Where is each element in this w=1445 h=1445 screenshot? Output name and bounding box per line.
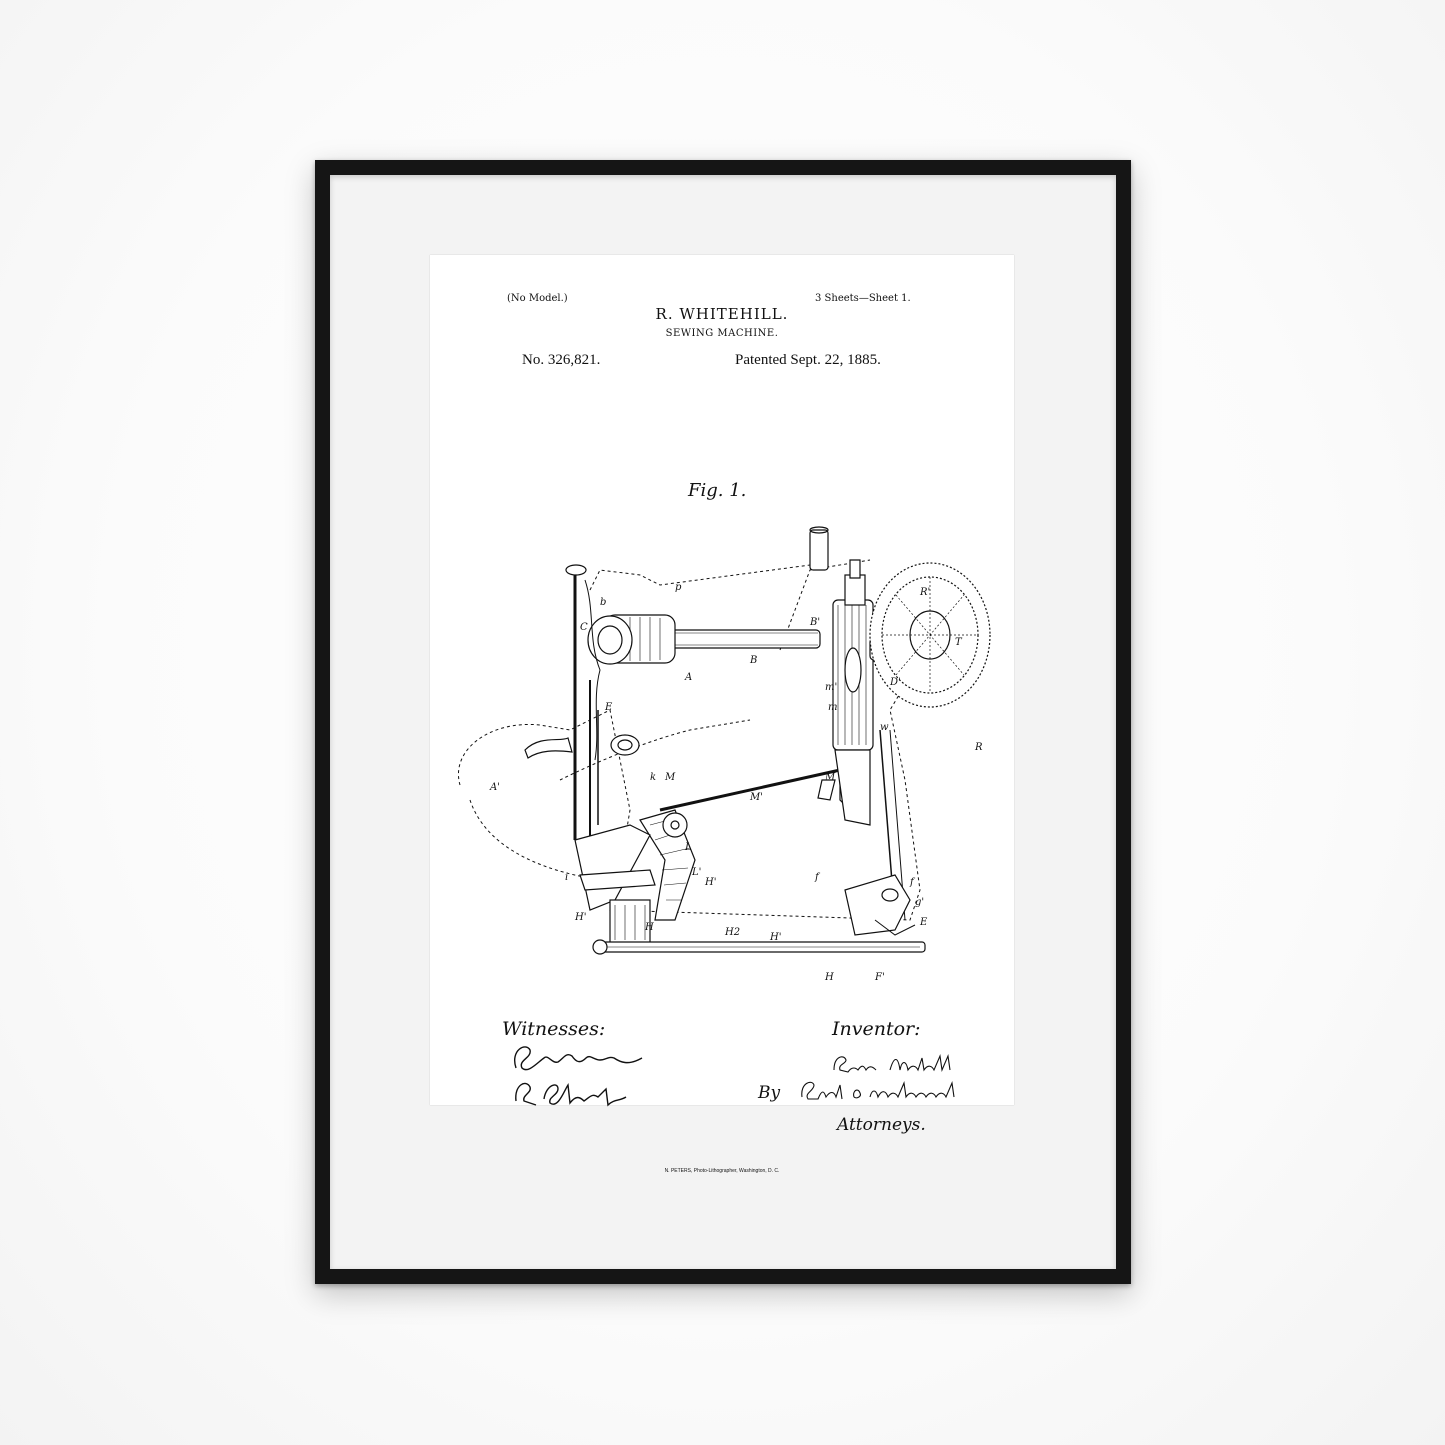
- svg-text:w: w: [880, 722, 889, 733]
- svg-text:B: B: [749, 655, 757, 666]
- inventor-name: R. WHITEHILL.: [655, 305, 789, 323]
- svg-text:A': A': [489, 782, 500, 793]
- svg-text:T: T: [955, 637, 963, 648]
- svg-text:A: A: [684, 672, 692, 683]
- figure-label: Fig. 1.: [688, 480, 747, 501]
- witness-signature-2: [515, 1082, 627, 1107]
- svg-text:i: i: [565, 872, 568, 883]
- svg-text:H: H: [644, 922, 654, 933]
- svg-text:k: k: [650, 772, 656, 783]
- patent-print: (No Model.) 3 Sheets—Sheet 1. R. WHITEHI…: [430, 255, 1014, 1174]
- witness-signature-1: [514, 1046, 643, 1071]
- patent-date: Patented Sept. 22, 1885.: [735, 352, 881, 368]
- svg-text:m: m: [828, 702, 837, 713]
- svg-text:E: E: [604, 702, 613, 713]
- inventor-signature: [833, 1053, 951, 1073]
- svg-text:H2: H2: [724, 927, 740, 938]
- svg-text:D': D': [889, 677, 901, 688]
- svg-text:H': H': [574, 912, 586, 923]
- picture-frame: (No Model.) 3 Sheets—Sheet 1. R. WHITEHI…: [315, 160, 1131, 1284]
- svg-text:f: f: [909, 877, 916, 888]
- svg-text:L': L': [691, 867, 701, 878]
- svg-text:f: f: [814, 872, 821, 883]
- no-model-note: (No Model.): [507, 293, 568, 304]
- svg-text:M: M: [664, 772, 676, 783]
- inventor-label: Inventor:: [832, 1018, 921, 1040]
- svg-text:M: M: [824, 772, 836, 783]
- patent-number: No. 326,821.: [522, 352, 601, 368]
- svg-text:g': g': [915, 897, 924, 908]
- svg-text:b: b: [600, 597, 606, 608]
- sewing-machine-drawing: B A A' B' C E p b m' m D' w M k M M' L: [458, 526, 991, 983]
- svg-text:p: p: [675, 582, 682, 593]
- svg-text:H': H': [704, 877, 716, 888]
- frame-mat: (No Model.) 3 Sheets—Sheet 1. R. WHITEHI…: [330, 175, 1116, 1269]
- svg-text:H: H: [824, 972, 834, 983]
- svg-text:R: R: [974, 742, 983, 753]
- attorneys-label: Attorneys.: [837, 1115, 926, 1135]
- svg-text:C: C: [580, 622, 588, 633]
- svg-text:m': m': [825, 682, 837, 693]
- svg-text:F': F': [874, 972, 885, 983]
- svg-text:L: L: [684, 842, 692, 853]
- attorneys-signature: [801, 1080, 955, 1100]
- lithographer-credit: N. PETERS, Photo-Lithographer, Washingto…: [664, 1168, 780, 1174]
- svg-text:M': M': [749, 792, 763, 803]
- sheet-count: 3 Sheets—Sheet 1.: [815, 293, 911, 304]
- svg-text:R': R': [919, 587, 930, 598]
- witnesses-label: Witnesses:: [502, 1018, 606, 1040]
- svg-text:H': H': [769, 932, 781, 943]
- invention-title: SEWING MACHINE.: [665, 328, 779, 339]
- by-label: By: [758, 1083, 781, 1103]
- svg-text:B': B': [809, 617, 820, 628]
- svg-text:E: E: [919, 917, 928, 928]
